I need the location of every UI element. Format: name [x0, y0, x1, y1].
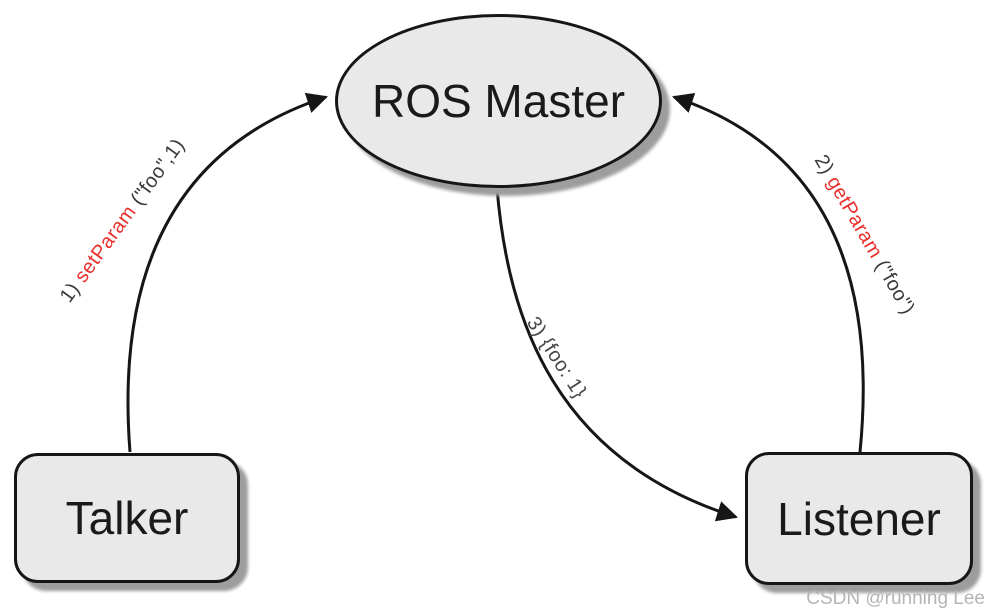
listener-node: Listener — [745, 452, 973, 585]
talker-node: Talker — [14, 453, 240, 583]
csdn-watermark: CSDN @running Lee — [806, 588, 985, 609]
ros-master-node: ROS Master — [335, 14, 662, 188]
getparam-arrow — [672, 92, 865, 453]
setparam-arrow — [126, 92, 328, 453]
talker-label: Talker — [65, 492, 189, 544]
value-arrow — [495, 187, 739, 522]
listener-label: Listener — [777, 492, 941, 545]
ros-master-label: ROS Master — [371, 75, 626, 127]
